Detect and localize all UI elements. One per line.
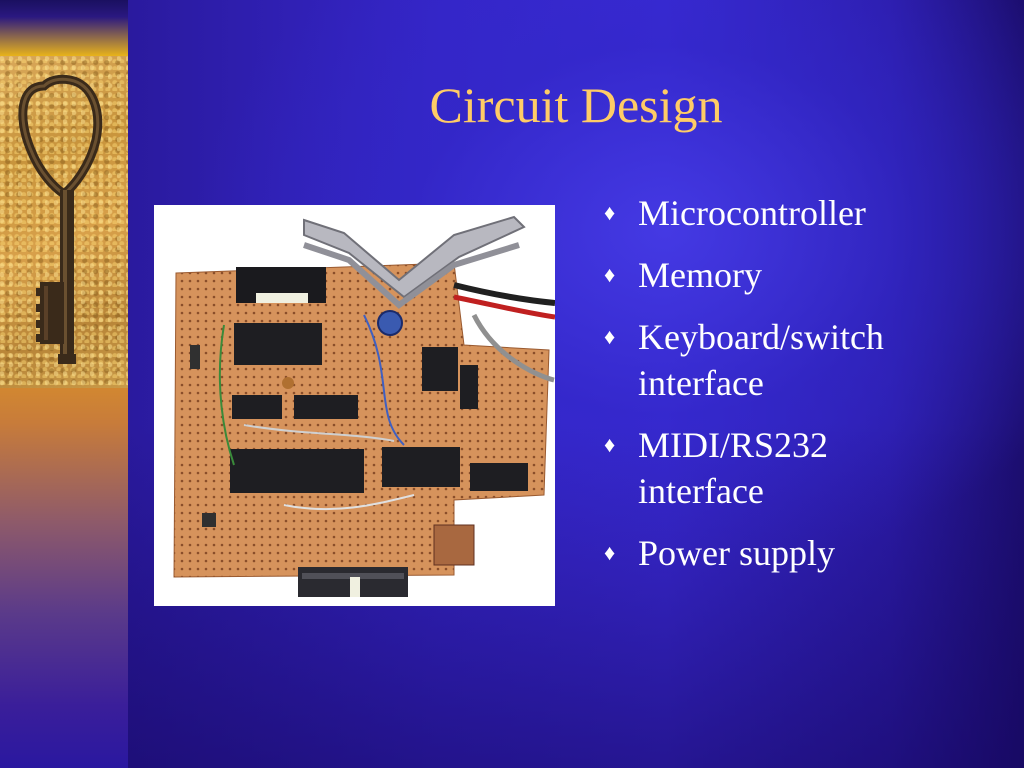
diamond-bullet-icon: ♦ xyxy=(604,262,616,287)
bullet-text: Memory xyxy=(638,255,762,295)
slide-background xyxy=(128,0,1024,768)
circuit-board-illustration xyxy=(173,215,555,597)
bullet-text: Microcontroller xyxy=(638,193,866,233)
list-item: ♦ Keyboard/switch interface xyxy=(604,314,1004,406)
bullet-list: ♦ Microcontroller ♦ Memory ♦ Keyboard/sw… xyxy=(604,190,1004,592)
list-item: ♦ Power supply xyxy=(604,530,1004,576)
bullet-text: Power supply xyxy=(638,533,835,573)
bullet-text-continued: interface xyxy=(638,363,764,403)
bullet-text-continued: interface xyxy=(638,471,764,511)
bullet-text: MIDI/RS232 xyxy=(638,425,829,465)
list-item: ♦ Memory xyxy=(604,252,1004,298)
diamond-bullet-icon: ♦ xyxy=(604,200,616,225)
strip-top-band xyxy=(0,0,128,56)
list-item: ♦ Microcontroller xyxy=(604,190,1004,236)
bullet-text: Keyboard/switch xyxy=(638,317,884,357)
diamond-bullet-icon: ♦ xyxy=(604,324,616,349)
list-item: ♦ MIDI/RS232 interface xyxy=(604,422,1004,514)
key-photo xyxy=(0,56,128,388)
key-icon xyxy=(18,74,103,364)
slide-title: Circuit Design xyxy=(429,77,723,133)
diamond-bullet-icon: ♦ xyxy=(604,432,616,457)
diamond-bullet-icon: ♦ xyxy=(604,540,616,565)
left-decorative-strip xyxy=(0,0,128,768)
circuit-board-photo xyxy=(154,205,555,606)
